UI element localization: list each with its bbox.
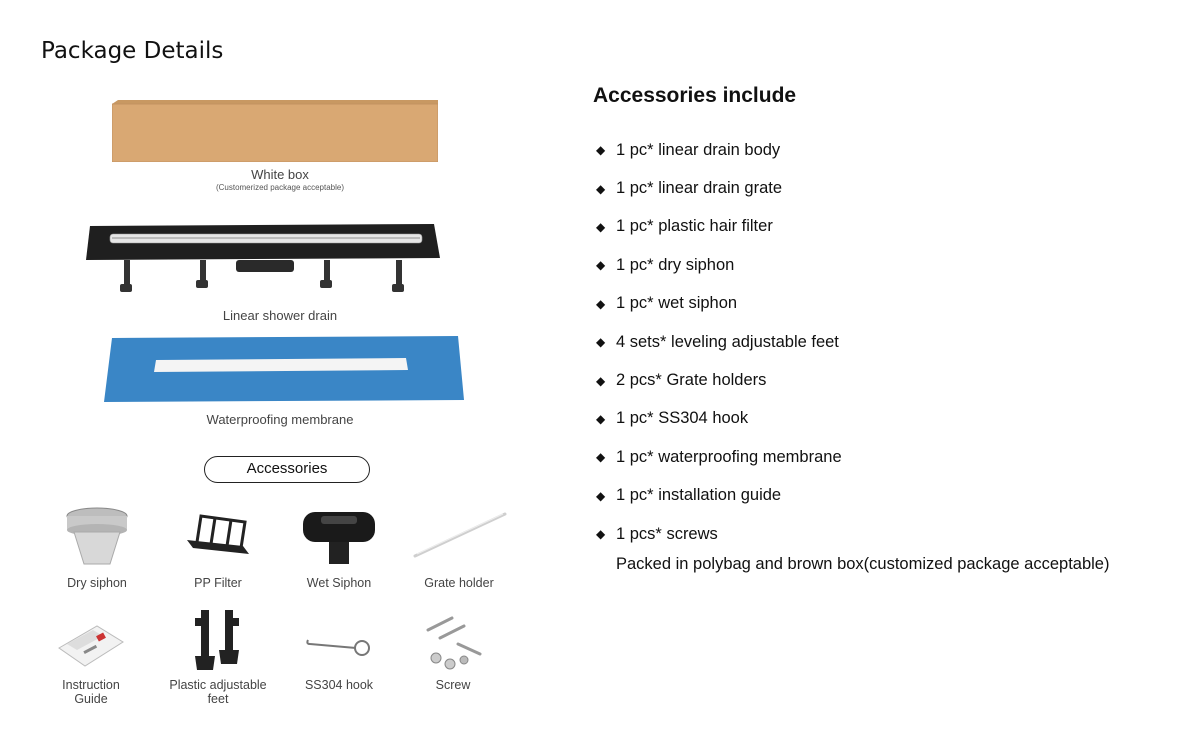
linear-drain-label: Linear shower drain <box>222 308 338 323</box>
list-item: ◆1 pcs* screws <box>596 524 718 543</box>
screw-icon <box>426 616 482 670</box>
diamond-bullet-icon: ◆ <box>596 296 606 311</box>
accessories-title: Accessories <box>204 456 370 483</box>
accessory-wet-siphon: Wet Siphon <box>274 502 404 590</box>
accessory-label: Wet Siphon <box>306 576 372 590</box>
grate-holder-icon <box>413 512 507 558</box>
accessory-label: Screw <box>435 678 471 692</box>
diamond-bullet-icon: ◆ <box>596 373 606 388</box>
diamond-bullet-icon: ◆ <box>596 335 606 350</box>
guide-icon <box>58 625 124 667</box>
membrane-image <box>104 336 464 402</box>
list-item: ◆1 pc* plastic hair filter <box>596 217 773 236</box>
accessory-ss304-hook: SS304 hook <box>274 614 404 692</box>
includes-title: Accessories include <box>593 84 797 107</box>
list-item: ◆1 pc* dry siphon <box>596 255 735 274</box>
accessory-grate-holder: Grate holder <box>394 502 524 590</box>
list-item: ◆1 pc* wet siphon <box>596 294 738 313</box>
linear-drain-image <box>86 224 440 292</box>
includes-list: ◆1 pc* linear drain body ◆1 pc* linear d… <box>596 131 842 553</box>
page-title: Package Details <box>41 38 224 64</box>
white-box-image <box>112 100 438 162</box>
diamond-bullet-icon: ◆ <box>596 258 606 273</box>
accessory-label: SS304 hook <box>304 678 374 692</box>
diamond-bullet-icon: ◆ <box>596 181 606 196</box>
diamond-bullet-icon: ◆ <box>596 527 606 542</box>
list-item: ◆4 sets* leveling adjustable feet <box>596 332 839 351</box>
hook-icon <box>306 639 370 656</box>
diamond-bullet-icon: ◆ <box>596 488 606 503</box>
accessory-pp-filter: PP Filter <box>153 502 283 590</box>
accessory-screw: Screw <box>388 610 518 692</box>
accessory-instruction-guide: Instruction Guide <box>26 608 156 706</box>
diamond-bullet-icon: ◆ <box>596 450 606 465</box>
list-item: ◆1 pc* installation guide <box>596 486 782 505</box>
white-box-label: White box <box>251 167 309 182</box>
diamond-bullet-icon: ◆ <box>596 143 606 158</box>
accessory-adjustable-feet: Plastic adjustable feet <box>153 604 283 706</box>
packed-note: Packed in polybag and brown box(customiz… <box>616 555 1110 573</box>
list-item: ◆1 pc* linear drain grate <box>596 179 783 198</box>
accessory-label: PP Filter <box>194 576 242 590</box>
accessory-label: Grate holder <box>424 576 494 590</box>
list-item: ◆1 pc* linear drain body <box>596 140 781 159</box>
diamond-bullet-icon: ◆ <box>596 411 606 426</box>
accessory-label: Instruction Guide <box>62 678 120 706</box>
dry-siphon-icon <box>66 507 128 565</box>
accessory-label: Plastic adjustable feet <box>169 678 267 706</box>
list-item: ◆1 pc* SS304 hook <box>596 409 749 428</box>
white-box-sublabel: (Customerized package acceptable) <box>215 183 345 192</box>
feet-icon <box>195 610 239 670</box>
list-item: ◆1 pc* waterproofing membrane <box>596 447 842 466</box>
membrane-label: Waterproofing membrane <box>206 412 354 427</box>
accessory-label: Dry siphon <box>67 576 127 590</box>
diamond-bullet-icon: ◆ <box>596 219 606 234</box>
list-item: ◆2 pcs* Grate holders <box>596 371 767 390</box>
accessory-dry-siphon: Dry siphon <box>32 502 162 590</box>
wet-siphon-icon <box>303 512 375 564</box>
filter-icon <box>187 514 249 554</box>
